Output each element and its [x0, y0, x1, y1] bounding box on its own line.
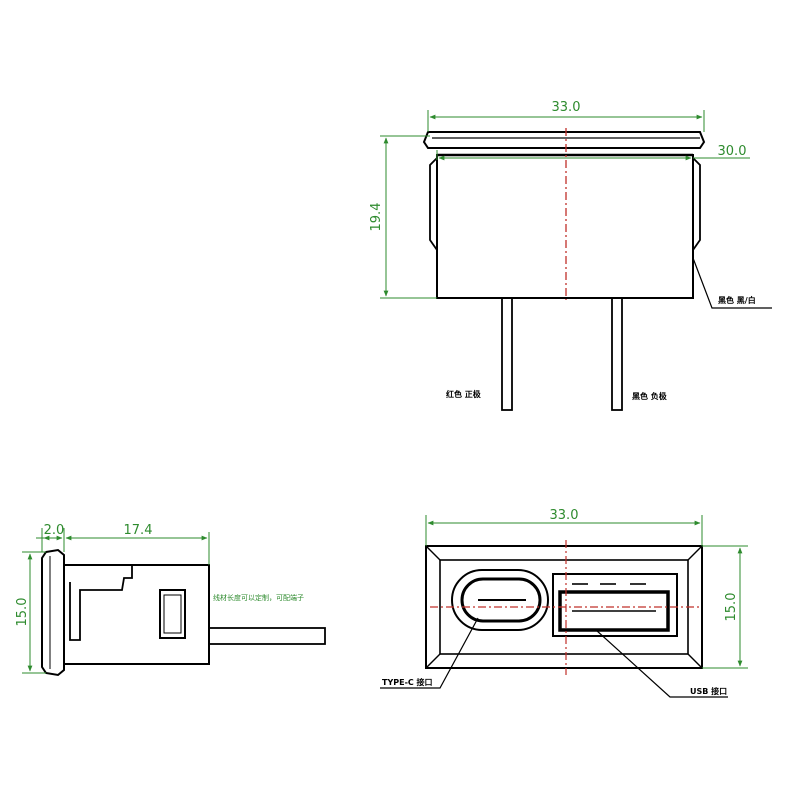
dim-front-width-outer: 33.0 [552, 100, 581, 115]
pin-positive [501, 297, 513, 411]
typec-port-inner [460, 577, 542, 623]
usb-port-inner [558, 590, 670, 632]
label-typec: TYPE-C 接口 [382, 677, 433, 687]
label-black-negative: 黑色 负极 [632, 391, 667, 401]
side-flange [41, 548, 65, 677]
front-body [436, 154, 694, 299]
usb-port-outer [552, 573, 678, 637]
front-flange [422, 131, 706, 149]
bottom-frame-outer [425, 545, 703, 669]
cable-leader [692, 257, 772, 309]
note-cable-length: 线材长度可以定制，可配端子 [213, 593, 304, 602]
typec-leader [380, 617, 479, 689]
dim-bottom-height: 15.0 [724, 593, 739, 622]
label-red-positive: 红色 正极 [446, 389, 481, 399]
dim-front-height: 19.4 [369, 203, 384, 232]
dim-side-depth: 17.4 [124, 523, 153, 538]
label-cable: 黑色 黑/白 [718, 295, 756, 305]
dim-side-height: 15.0 [15, 598, 30, 627]
typec-port-outer [451, 569, 549, 631]
side-clip [69, 565, 133, 641]
side-body [63, 564, 210, 665]
front-clip-left [429, 157, 438, 251]
label-usb: USB 接口 [690, 686, 727, 696]
side-view: 2.0 17.4 15.0 线材长度可以定制，可配端子 [15, 523, 326, 677]
bottom-view: 33.0 15.0 TYPE-C 接口 USB 接口 [380, 508, 748, 698]
side-cable [208, 627, 326, 645]
dim-bottom-width: 33.0 [550, 508, 579, 523]
usb-leader [595, 629, 728, 698]
side-window [159, 589, 186, 639]
front-clip-right [692, 157, 701, 251]
dim-front-width-body: 30.0 [718, 144, 747, 159]
pin-negative [611, 297, 623, 411]
front-view: 33.0 30.0 19.4 黑色 黑/白 红色 正极 黑色 负极 [369, 100, 772, 411]
dim-side-flange: 2.0 [44, 523, 65, 538]
